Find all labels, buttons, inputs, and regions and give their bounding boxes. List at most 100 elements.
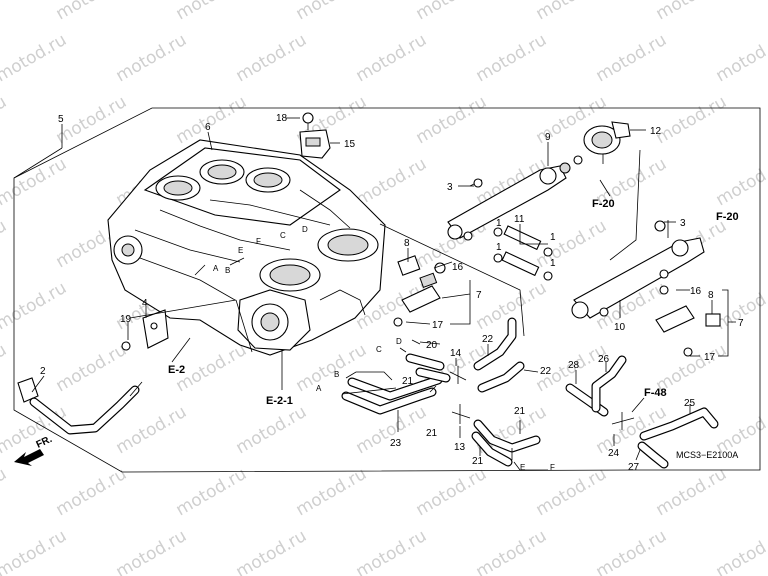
callout-20: 20 xyxy=(426,340,438,351)
fuel-rail-right-drawing xyxy=(571,220,705,319)
callout-4: 4 xyxy=(142,298,148,309)
callout-23: 23 xyxy=(390,438,402,449)
callout-28: 28 xyxy=(568,360,580,371)
watermark-text: motod.ru xyxy=(0,0,10,24)
callout-6: 6 xyxy=(205,122,211,133)
watermark-text: motod.ru xyxy=(473,30,551,86)
hose-letter-b-body: B xyxy=(225,266,230,275)
vacuum-hoses-drawing xyxy=(341,317,719,469)
watermark-text: motod.ru xyxy=(413,0,491,24)
throttle-cable-drawing xyxy=(17,377,143,435)
watermark-text: motod.ru xyxy=(473,526,551,576)
watermark-text: motod.ru xyxy=(293,464,371,520)
callout-25: 25 xyxy=(684,398,696,409)
sensor-bracket-drawing xyxy=(121,309,169,351)
watermark-text: motod.ru xyxy=(53,92,131,148)
ref-e-2-1: E-2-1 xyxy=(266,395,293,407)
watermark-text: motod.ru xyxy=(113,30,191,86)
hose-letter-a-body: A xyxy=(213,264,219,273)
callout-18: 18 xyxy=(276,113,288,124)
callout-1-b: 1 xyxy=(550,232,556,243)
callout-12: 12 xyxy=(650,126,662,137)
callout-14: 14 xyxy=(450,348,462,359)
watermark-text: motod.ru xyxy=(713,30,768,86)
callout-21-b: 21 xyxy=(426,428,438,439)
watermark-text: motod.ru xyxy=(0,402,70,458)
callout-19: 19 xyxy=(120,314,132,325)
hose-letter-b: B xyxy=(334,370,339,379)
callout-3-right: 3 xyxy=(680,218,686,229)
watermark-text: motod.ru xyxy=(53,340,131,396)
callout-13: 13 xyxy=(454,442,466,453)
watermark-text: motod.ru xyxy=(53,464,131,520)
callout-16-right: 16 xyxy=(690,286,702,297)
callout-7-right: 7 xyxy=(738,318,744,329)
watermark-text: motod.ru xyxy=(233,526,311,576)
hose-end-letters: A B C D E F xyxy=(316,337,555,472)
watermark-text: motod.ru xyxy=(413,464,491,520)
hose-letter-f: F xyxy=(550,463,555,472)
hose-letter-e-body: E xyxy=(238,246,243,255)
ref-f-20-left: F-20 xyxy=(592,198,615,210)
reference-labels: E-2 E-2-1 F-20 F-20 F-48 xyxy=(168,198,739,407)
watermark-text: motod.ru xyxy=(53,0,131,24)
ref-f-20-right: F-20 xyxy=(716,211,739,223)
watermark-text: motod.ru xyxy=(0,526,70,576)
callout-8-right: 8 xyxy=(708,290,714,301)
watermark-text: motod.ru xyxy=(0,30,70,86)
hose-letter-e: E xyxy=(520,463,525,472)
ref-f-48: F-48 xyxy=(644,387,667,399)
callout-26: 26 xyxy=(598,354,610,365)
watermark-text: motod.ru xyxy=(173,92,251,148)
callout-21-d: 21 xyxy=(472,456,484,467)
callout-21-c: 21 xyxy=(514,406,526,417)
callout-27: 27 xyxy=(628,462,640,473)
watermark-text: motod.ru xyxy=(233,402,311,458)
callout-3-left: 3 xyxy=(447,182,453,193)
watermark-text: motod.ru xyxy=(233,30,311,86)
leader-lines xyxy=(13,117,736,471)
callout-17-right: 17 xyxy=(704,352,716,363)
watermark-text: motod.ru xyxy=(353,154,431,210)
hose-letter-d: D xyxy=(396,337,402,346)
diagram-code: MCS3−E2100A xyxy=(676,450,738,460)
pressure-regulator-drawing xyxy=(583,121,631,164)
callout-21-a: 21 xyxy=(402,376,414,387)
hose-letter-f-body: F xyxy=(256,237,261,246)
watermark-text: motod.ru xyxy=(353,526,431,576)
watermark-text: motod.ru xyxy=(293,0,371,24)
watermark-text: motod.ru xyxy=(653,464,731,520)
callout-22-a: 22 xyxy=(482,334,494,345)
ref-e-2: E-2 xyxy=(168,364,185,376)
watermark-text: motod.ru xyxy=(533,0,611,24)
hose-letter-c: C xyxy=(376,345,382,354)
hose-letter-a: A xyxy=(316,384,322,393)
watermark-text: motod.ru xyxy=(0,340,10,396)
callout-16-left: 16 xyxy=(452,262,464,273)
callout-15: 15 xyxy=(344,139,356,150)
watermark-text: motod.ru xyxy=(653,92,731,148)
callout-17-left: 17 xyxy=(432,320,444,331)
callout-22-b: 22 xyxy=(540,366,552,377)
watermark-text: motod.ru xyxy=(173,464,251,520)
throttle-body-drawing: A B C D E F xyxy=(107,139,386,356)
watermark-text: motod.ru xyxy=(593,526,671,576)
watermark-text: motod.ru xyxy=(0,92,10,148)
callout-8-left: 8 xyxy=(404,238,410,249)
injector-right-drawing xyxy=(655,285,721,357)
watermark-text: motod.ru xyxy=(593,30,671,86)
callout-5: 5 xyxy=(58,114,64,125)
callout-7-left: 7 xyxy=(476,290,482,301)
watermark-text: motod.ru xyxy=(0,216,10,272)
watermark-text: motod.ru xyxy=(113,526,191,576)
callout-10: 10 xyxy=(614,322,626,333)
watermark-text: motod.ru xyxy=(113,402,191,458)
watermark-text: motod.ru xyxy=(0,154,70,210)
watermark-text: motod.ru xyxy=(0,278,70,334)
callout-1-a: 1 xyxy=(496,218,502,229)
callout-2: 2 xyxy=(40,366,46,377)
watermark-text: motod.ru xyxy=(413,92,491,148)
callout-1-d: 1 xyxy=(550,258,556,269)
